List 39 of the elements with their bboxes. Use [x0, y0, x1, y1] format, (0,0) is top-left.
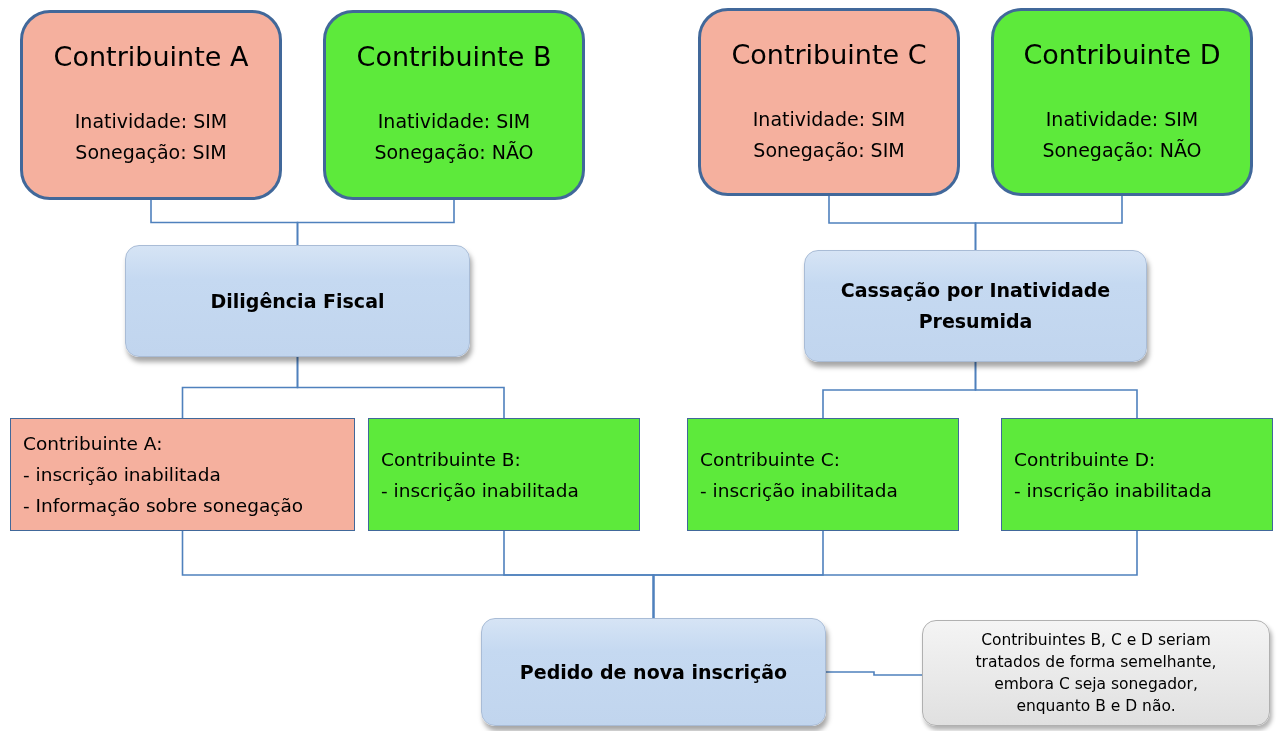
process-box	[804, 250, 1147, 362]
process-box	[125, 245, 470, 357]
card-title: Contribuinte B	[356, 41, 552, 72]
box-text: - inscrição inabilitada	[1014, 478, 1213, 503]
taxpayer-card	[991, 8, 1253, 196]
result-box	[10, 418, 355, 531]
connector-line	[825, 671, 923, 676]
box-text: Contribuintes B, C e D seriam tratados de forma semelhante, embora C seja sonegador, enquanto B e D não.	[974, 630, 1218, 717]
taxpayer-card	[698, 8, 960, 196]
card-title: Contribuinte A	[53, 41, 249, 72]
taxpayer-card	[20, 10, 282, 200]
note-box	[922, 620, 1270, 726]
box-text: - Informação sobre sonegação	[23, 494, 305, 518]
box-text: Contribuinte B:	[381, 447, 522, 472]
card-text: Inatividade: SIM Sonegação: NÃO	[373, 109, 535, 165]
box-text: - inscrição inabilitada	[381, 478, 580, 503]
box-text: - inscrição inabilitada	[23, 463, 222, 487]
result-box	[687, 418, 959, 531]
process-box	[481, 618, 826, 726]
box-text: Cassação por Inatividade Presumida	[839, 278, 1112, 334]
card-text: Inatividade: SIM Sonegação: SIM	[73, 109, 229, 165]
box-text: Contribuinte D:	[1014, 447, 1157, 472]
connector-line	[296, 199, 455, 246]
box-text: Contribuinte A:	[23, 432, 164, 456]
box-text: Diligência Fiscal	[210, 288, 385, 314]
connector-line	[974, 361, 1138, 419]
connector-line	[652, 530, 1138, 619]
box-text: Pedido de nova inscrição	[519, 659, 788, 685]
card-text: Inatividade: SIM Sonegação: SIM	[751, 107, 907, 163]
card-text: Inatividade: SIM Sonegação: NÃO	[1041, 107, 1203, 163]
taxpayer-card	[323, 10, 585, 200]
card-title: Contribuinte D	[1023, 39, 1221, 70]
result-box	[1001, 418, 1273, 531]
box-text: - inscrição inabilitada	[700, 478, 899, 503]
connector-line	[296, 356, 505, 419]
box-text: Contribuinte C:	[700, 447, 841, 472]
connector-line	[974, 195, 1123, 251]
card-title: Contribuinte C	[731, 39, 927, 70]
result-box	[368, 418, 640, 531]
